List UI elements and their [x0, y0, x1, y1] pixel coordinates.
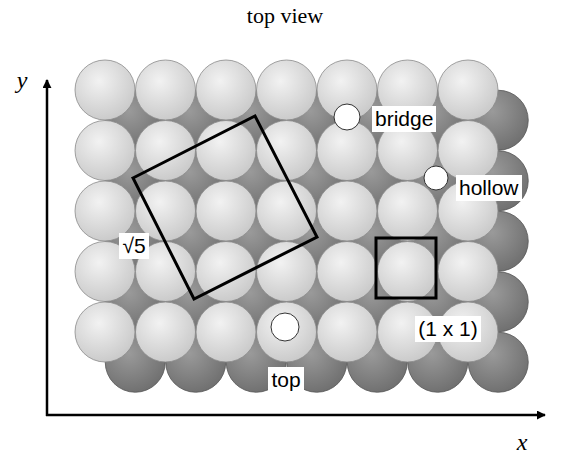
light-atom: [75, 121, 135, 181]
light-atom: [196, 181, 256, 241]
sqrt5-cell: [133, 116, 317, 299]
light-atom: [317, 181, 377, 241]
adsorption-site: [424, 166, 448, 190]
light-atom: [257, 242, 317, 302]
y-axis: [46, 80, 49, 416]
light-atom: [136, 181, 196, 241]
cell-label: (1 x 1): [415, 316, 481, 341]
light-atom: [438, 242, 498, 302]
light-atom: [136, 302, 196, 362]
site-label: top: [268, 367, 303, 392]
axis-label: y: [17, 67, 28, 93]
light-atom: [75, 60, 135, 120]
axis-label: x: [517, 429, 528, 455]
light-atom: [257, 302, 317, 362]
light-atom: [196, 60, 256, 120]
light-atom: [317, 302, 377, 362]
second-layer-atoms: [105, 90, 528, 392]
site-label: hollow: [456, 175, 522, 200]
light-atom: [196, 302, 256, 362]
top-layer-atoms: [75, 60, 498, 362]
title: top view: [247, 4, 323, 28]
adsorption-site: [334, 104, 360, 130]
light-atom: [438, 60, 498, 120]
light-atom: [136, 60, 196, 120]
light-atom: [378, 181, 438, 241]
light-atom: [257, 60, 317, 120]
light-atom: [75, 181, 135, 241]
site-label: bridge: [372, 106, 436, 131]
light-atom: [378, 242, 438, 302]
light-atom: [257, 181, 317, 241]
light-atom: [317, 242, 377, 302]
light-atom: [75, 302, 135, 362]
unit-cell: [376, 238, 436, 298]
light-atom: [257, 121, 317, 181]
x-axis: [46, 414, 545, 417]
cell-label: √5: [119, 233, 148, 258]
light-atom: [438, 121, 498, 181]
adsorption-site: [271, 313, 299, 341]
